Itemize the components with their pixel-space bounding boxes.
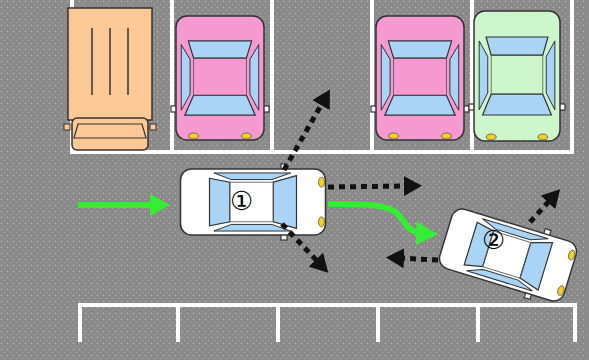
car-drawing <box>430 200 586 310</box>
callout-number: ① <box>230 186 253 216</box>
parked-cars <box>64 8 565 150</box>
dashed-arrow <box>328 186 410 187</box>
parked-truck <box>64 8 156 150</box>
dashed-arrow <box>284 100 324 170</box>
parked-car <box>371 16 469 140</box>
car: ② <box>430 200 586 310</box>
parked-car <box>469 11 565 141</box>
callout-number: ② <box>482 225 505 255</box>
dashed-arrow <box>398 258 438 260</box>
parked-car <box>171 16 269 140</box>
car: ① <box>178 166 328 238</box>
car-body <box>181 164 326 240</box>
entry-arrow <box>78 202 160 208</box>
move-arrow <box>328 204 430 234</box>
dashed-arrow <box>530 198 552 222</box>
dashed-arrow <box>282 224 320 264</box>
car-body <box>435 202 580 309</box>
